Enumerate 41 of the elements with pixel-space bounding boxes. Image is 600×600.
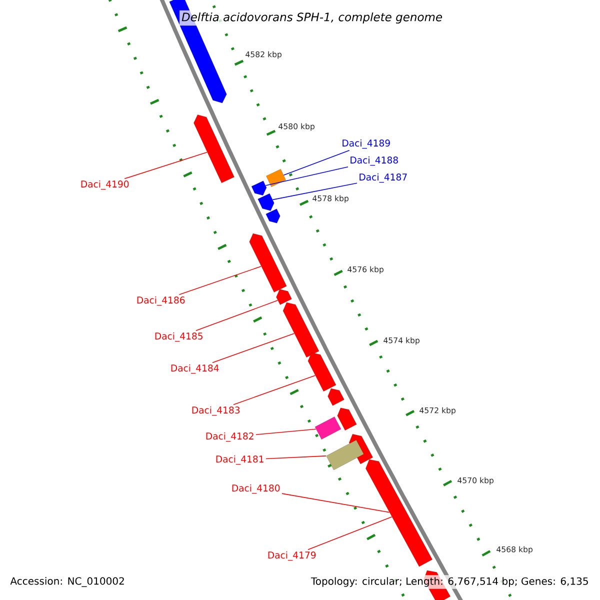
leader-line xyxy=(308,516,392,550)
gene-label: Daci_4190 xyxy=(81,180,129,190)
leader-line xyxy=(282,493,390,513)
leader-line xyxy=(265,166,348,186)
gene-feature xyxy=(258,193,274,211)
leader-line xyxy=(272,182,358,200)
gene-feature xyxy=(276,289,292,305)
gene-feature xyxy=(194,114,234,184)
gene-feature xyxy=(249,233,287,292)
title: Delftia acidovorans SPH-1, complete genome xyxy=(179,10,445,26)
gene-block xyxy=(326,440,364,470)
gene-label: Daci_4184 xyxy=(171,364,219,374)
gene-label: Daci_4179 xyxy=(268,551,316,561)
gene-feature xyxy=(251,180,267,196)
gene-label: Daci_4183 xyxy=(192,406,240,416)
gene-label: Daci_4187 xyxy=(360,173,407,183)
gene-feature xyxy=(282,302,320,358)
genome-summary: Topology: circular; Length: 6,767,514 bp; Genes: 6,135 xyxy=(308,575,591,589)
gene-feature xyxy=(266,208,280,224)
leader-line xyxy=(266,456,326,460)
gene-feature xyxy=(308,352,336,392)
gene-label: Daci_4182 xyxy=(206,432,254,442)
gene-label: Daci_4188 xyxy=(350,156,398,166)
gene-label: Daci_4181 xyxy=(216,455,264,465)
gene-label: Daci_4186 xyxy=(137,296,185,306)
gene-block xyxy=(314,416,342,440)
leader-line xyxy=(233,375,316,406)
leader-line xyxy=(212,333,295,364)
gene-label: Daci_4189 xyxy=(342,139,390,149)
leader-line xyxy=(196,300,278,332)
gene-label: Daci_4185 xyxy=(155,332,202,342)
leader-line xyxy=(178,266,262,296)
gene-label: Daci_4180 xyxy=(232,484,280,494)
leader-line xyxy=(283,150,350,176)
gene-feature xyxy=(328,388,344,406)
leader-line xyxy=(256,428,316,435)
gene-feature xyxy=(365,459,433,567)
gene-block xyxy=(266,168,286,188)
leader-line xyxy=(124,152,208,180)
accession-text: Accession: NC_010002 xyxy=(10,577,124,587)
gene-feature xyxy=(337,408,357,431)
